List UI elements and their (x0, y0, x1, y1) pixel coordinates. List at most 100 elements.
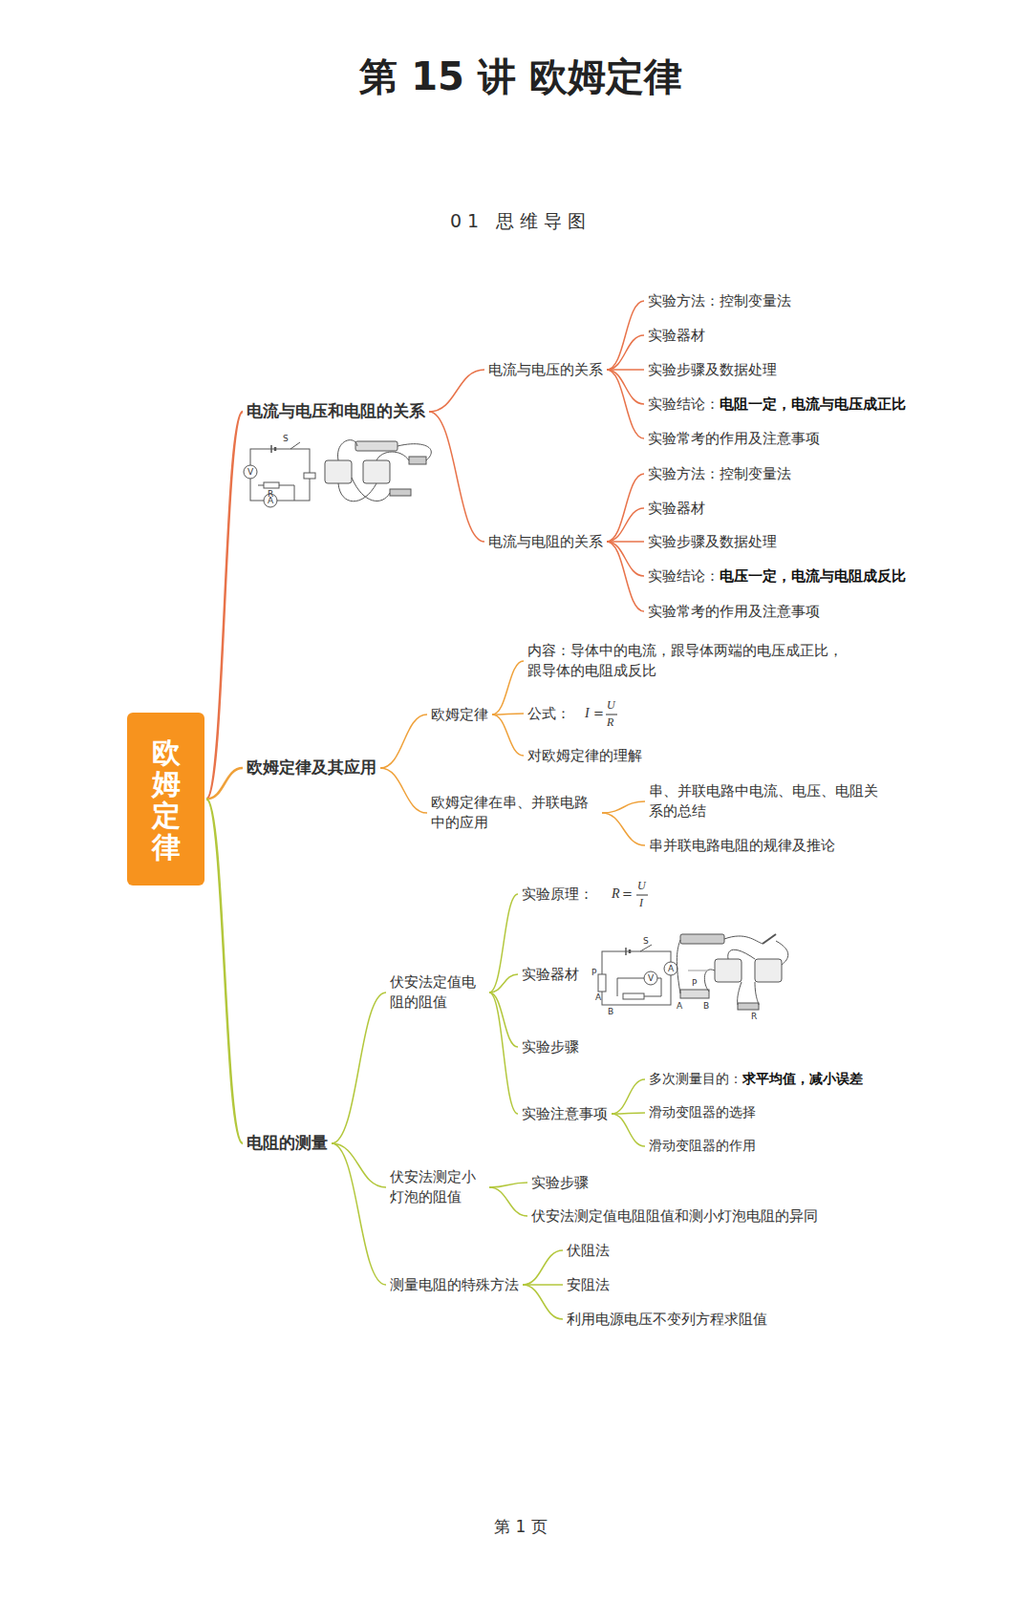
branch-topic: 内容：导体中的电流，跟导体两端的电压成正比，跟导体的电阻成反比 (525, 640, 855, 683)
branch-topic: 伏安法定值电阻的阻值 (387, 971, 488, 1014)
formula-symbol: U (606, 699, 616, 711)
device-wire (676, 936, 788, 1006)
formula-symbol: I (584, 707, 590, 721)
component-letter: R (751, 1012, 757, 1022)
branch-topic: 电流与电压的关系 (486, 359, 605, 382)
ammeter-symbol (263, 494, 278, 508)
branch-topic: 实验步骤 (529, 1172, 591, 1195)
battery-device (408, 456, 427, 465)
branch-topic: 滑动变阻器的作用 (646, 1136, 758, 1158)
component-letter: B (703, 1002, 710, 1011)
component-letter: A (676, 1002, 683, 1011)
component-letter: S (643, 937, 649, 946)
formula-symbol: = (593, 707, 604, 720)
topic-text: 多次测量目的： (648, 1071, 743, 1087)
fraction-bar (605, 714, 618, 716)
branch-connector (606, 473, 645, 542)
branch-topic: 电流与电阻的关系 (486, 531, 605, 554)
component-letter: V (247, 468, 254, 477)
branch-connector (206, 768, 243, 800)
topic-text: 伏阻法 (566, 1242, 610, 1260)
topic-text: 实验步骤 (531, 1174, 589, 1192)
branch-connector (522, 1285, 563, 1320)
branch-connector (492, 714, 524, 756)
branch-topic: 滑动变阻器的选择 (646, 1102, 758, 1124)
topic-text: 实验注意事项 (521, 1105, 608, 1123)
topic-text: 串、并联电路中电流、电压、电阻关系的总结 (648, 782, 879, 820)
switch-symbol (290, 442, 301, 450)
branch-topic: 实验器材 (519, 964, 581, 987)
topic-text: 电压一定，电流与电阻成反比 (719, 567, 906, 585)
device-wire (688, 970, 708, 972)
topic-text: 伏安法定值电阻的阻值 (389, 973, 476, 1011)
topic-text: 电阻一定，电流与电压成正比 (719, 395, 906, 413)
branch-connector (522, 1250, 563, 1286)
topic-text: 实验常考的作用及注意事项 (647, 602, 820, 621)
branch-topic: 实验方法：控制变量法 (645, 290, 794, 313)
branch-connector (602, 813, 645, 846)
branch-connector (611, 1079, 645, 1115)
topic-text: 实验方法：控制变量法 (647, 465, 792, 483)
topic-text: 电阻的测量 (246, 1133, 328, 1153)
topic-text: 实验结论： (647, 567, 720, 585)
topic-text: 欧姆定律 (151, 736, 181, 863)
switch-device (762, 934, 776, 945)
topic-text: 伏安法测定小灯泡的阻值 (389, 1168, 476, 1206)
formula-symbol: R (606, 716, 614, 729)
branch-topic: 伏安法测定小灯泡的阻值 (387, 1166, 488, 1209)
topic-text: 伏安法测定值电阻阻值和测小灯泡电阻的异同 (531, 1207, 818, 1226)
branch-topic: 多次测量目的：求平均值，减小误差 (646, 1069, 865, 1091)
topic-text: 串并联电路电阻的规律及推论 (648, 837, 836, 855)
branch-topic: 对欧姆定律的理解 (525, 745, 645, 768)
topic-text: 欧姆定律在串、并联电路中的应用 (430, 794, 589, 832)
root-box: 欧姆定律 (127, 712, 205, 886)
branch-topic: 安阻法 (564, 1274, 612, 1297)
component-letter: P (691, 979, 697, 989)
circuit-wire (294, 485, 296, 501)
circuit-wire (661, 978, 663, 997)
circuit-wire (644, 996, 662, 998)
topic-text: 实验器材 (647, 326, 706, 344)
branch-topic: 实验器材 (645, 324, 708, 347)
meter-device (363, 460, 390, 484)
circuit-wire (602, 951, 671, 1006)
circuit-wire (258, 485, 264, 487)
battery-symbol (270, 445, 273, 453)
branch-connector (492, 713, 524, 715)
meter-device (714, 959, 742, 983)
circuit-wire (657, 978, 662, 980)
component-letter: B (607, 1008, 614, 1017)
formula-symbol: R (611, 887, 621, 902)
component-letter: V (647, 974, 654, 984)
branch-topic: 实验步骤及数据处理 (645, 359, 779, 382)
resistor-symbol (623, 993, 645, 1000)
fraction-bar (636, 895, 648, 897)
branch-connector (606, 508, 645, 542)
battery-symbol (274, 447, 278, 452)
voltmeter-symbol (243, 465, 258, 479)
branch-connector (331, 1143, 387, 1286)
component-letter: A (595, 993, 602, 1003)
topic-text: 求平均值，减小误差 (742, 1071, 863, 1087)
branch-topic: 实验结论：电阻一定，电流与电压成正比 (645, 393, 908, 416)
resistor-device (737, 1003, 759, 1011)
branch-connector (489, 992, 518, 1048)
formula-symbol: U (637, 880, 646, 892)
topic-text: 电流与电压和电阻的关系 (246, 401, 426, 421)
meter-device (754, 959, 782, 983)
branch-connector (611, 1113, 645, 1115)
rheostat-symbol (303, 473, 316, 479)
topic-text: 实验结论： (647, 395, 720, 413)
branch-topic: 实验常考的作用及注意事项 (645, 601, 822, 624)
battery-symbol (628, 949, 632, 954)
topic-text: 电流与电压的关系 (488, 361, 603, 379)
rheostat-symbol (598, 974, 606, 992)
topic-text: 安阻法 (566, 1276, 610, 1294)
topic-text: 实验器材 (521, 966, 580, 984)
branch-topic: 欧姆定律 (429, 704, 491, 727)
branch-connector (380, 768, 428, 814)
topic-text: 欧姆定律及其应用 (246, 757, 377, 777)
branch-topic: 公式： (525, 703, 573, 726)
branch-topic: 测量电阻的特殊方法 (387, 1274, 521, 1297)
